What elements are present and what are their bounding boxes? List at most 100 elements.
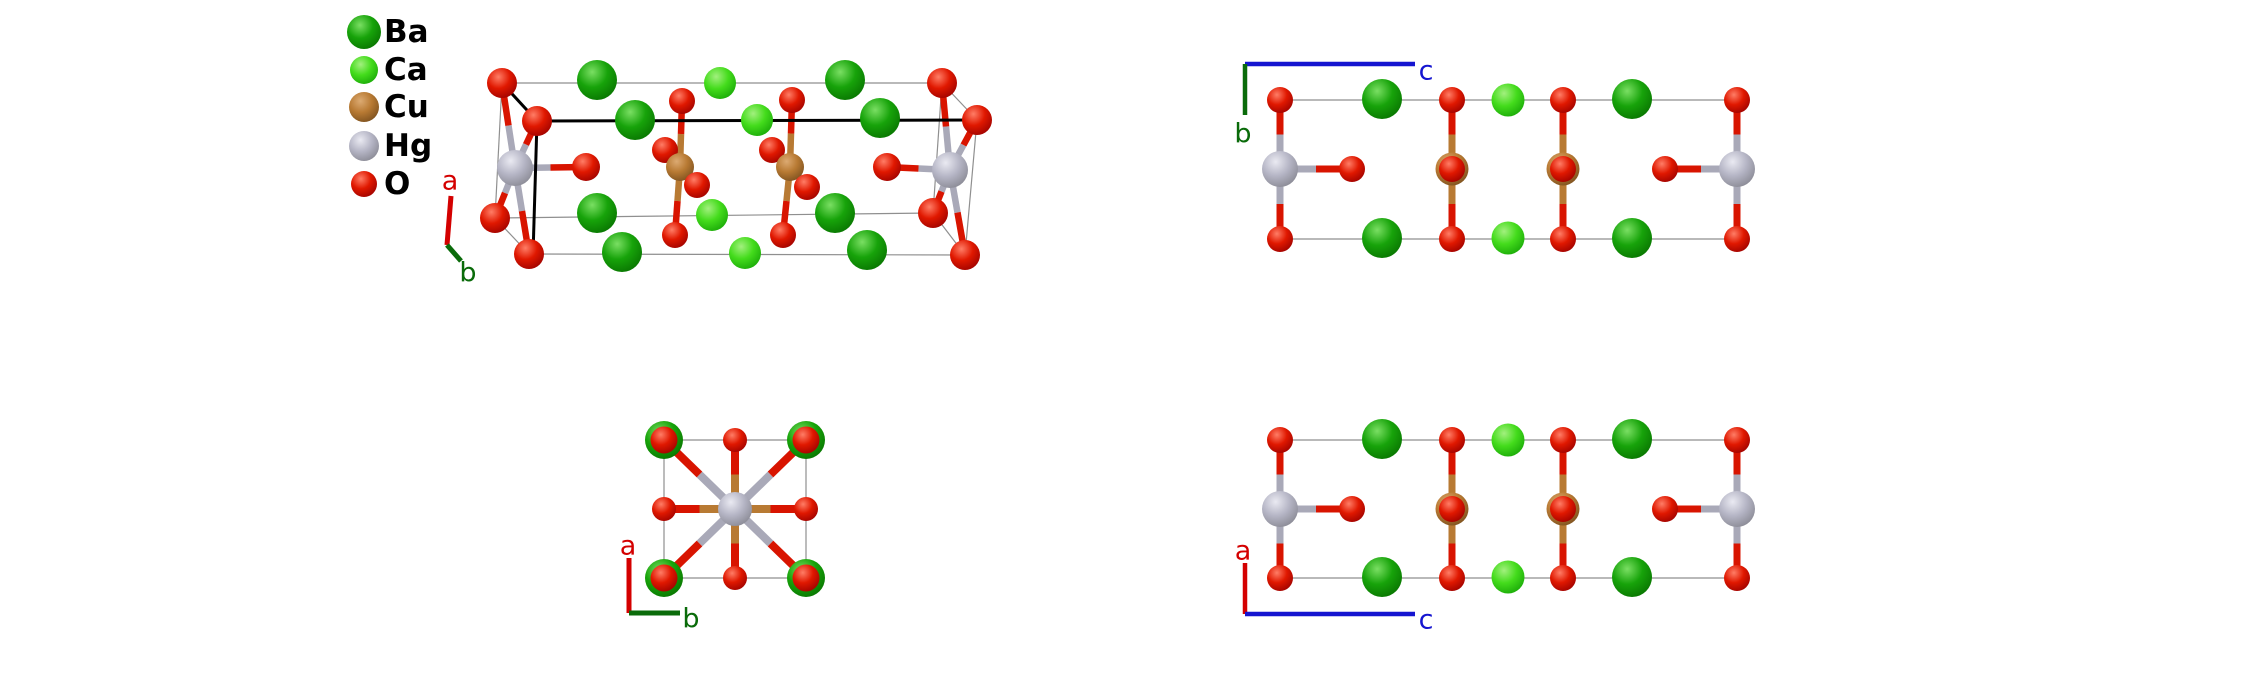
atom-o	[770, 222, 796, 248]
atom-ba	[1362, 557, 1402, 597]
atom-ca	[1491, 560, 1525, 594]
legend-entry-hg: Hg	[349, 128, 432, 164]
atom-o	[1439, 496, 1465, 522]
atom-o	[779, 87, 805, 113]
atom-o	[480, 203, 510, 233]
cell-edge-bold	[531, 120, 539, 256]
cell-edge	[494, 82, 503, 219]
atom-o	[1267, 226, 1293, 252]
view-perspective-ab: ab	[442, 60, 992, 289]
cell-edge	[932, 82, 943, 214]
legend-entry-ba: Ba	[347, 14, 429, 50]
atom-o	[1267, 565, 1293, 591]
cell-edge	[964, 119, 978, 256]
atom-o	[1724, 87, 1750, 113]
atom-ba	[577, 60, 617, 100]
atom-o	[684, 172, 710, 198]
atom-cu	[776, 153, 804, 181]
atom-o	[1652, 156, 1678, 182]
atom-o	[1439, 226, 1465, 252]
atom-ba	[1612, 419, 1652, 459]
legend-entry-o: O	[351, 166, 410, 202]
atom-o	[1439, 156, 1465, 182]
atom-ca	[741, 104, 773, 136]
axis-label-a: a	[442, 166, 459, 197]
atom-o	[1724, 565, 1750, 591]
atom-o	[1652, 496, 1678, 522]
atom-o	[1267, 87, 1293, 113]
atom-ba	[815, 193, 855, 233]
legend-entry-ca: Ca	[350, 52, 428, 88]
atom-o	[927, 68, 957, 98]
atom-ba	[615, 100, 655, 140]
atom-o	[792, 564, 820, 592]
atom-ba	[1362, 79, 1402, 119]
atom-ba	[847, 230, 887, 270]
atom-o	[669, 88, 695, 114]
atom-hg	[1262, 491, 1298, 527]
atom-ca	[704, 67, 736, 99]
atom-o	[652, 497, 676, 521]
atom-o	[1439, 87, 1465, 113]
atom-o	[1724, 226, 1750, 252]
atom-hg	[718, 492, 752, 526]
axis-label-b: b	[459, 258, 476, 289]
atom-o	[650, 426, 678, 454]
atom-o	[1267, 427, 1293, 453]
atom-ba	[1612, 79, 1652, 119]
atom-ca	[729, 237, 761, 269]
atom-o	[794, 174, 820, 200]
atom-o	[723, 566, 747, 590]
legend-entry-cu: Cu	[349, 89, 429, 125]
legend-sphere-ca	[350, 56, 378, 84]
atom-o	[918, 198, 948, 228]
atom-o	[962, 105, 992, 135]
atom-o	[794, 497, 818, 521]
atom-ba	[1612, 218, 1652, 258]
atom-ba	[860, 98, 900, 138]
atom-ba	[1362, 218, 1402, 258]
axis-line	[445, 243, 463, 263]
atom-o	[1724, 427, 1750, 453]
atom-hg	[1719, 151, 1755, 187]
atom-o	[1550, 226, 1576, 252]
atom-o	[1550, 427, 1576, 453]
atom-o	[1439, 565, 1465, 591]
atom-o	[1550, 156, 1576, 182]
atom-o	[723, 428, 747, 452]
atom-o	[950, 240, 980, 270]
atom-o	[662, 222, 688, 248]
atom-o	[572, 153, 600, 181]
atom-hg	[1719, 491, 1755, 527]
legend-label-hg: Hg	[384, 128, 432, 164]
atom-o	[487, 68, 517, 98]
atom-ca	[1491, 423, 1525, 457]
axis-line	[444, 195, 454, 246]
view-projection-bc: cb	[1234, 56, 1755, 258]
atom-hg	[932, 152, 968, 188]
atom-hg	[497, 150, 533, 186]
legend-label-ca: Ca	[384, 52, 428, 88]
atom-ba	[1362, 419, 1402, 459]
axis-label-c: c	[1419, 605, 1434, 636]
atom-o	[1339, 496, 1365, 522]
axis-label-b: b	[682, 604, 699, 635]
axis-label-a: a	[620, 531, 637, 562]
atom-hg	[1262, 151, 1298, 187]
view-projection-ab: ab	[620, 421, 825, 635]
axis-label-c: c	[1419, 56, 1434, 87]
atom-ca	[1491, 83, 1525, 117]
legend-label-cu: Cu	[384, 89, 429, 125]
atom-ca	[1491, 221, 1525, 255]
atom-o	[759, 137, 785, 163]
atom-ba	[577, 193, 617, 233]
legend-label-ba: Ba	[384, 14, 429, 50]
atom-o	[1439, 427, 1465, 453]
view-projection-ac: ac	[1235, 419, 1755, 636]
atom-o	[792, 426, 820, 454]
legend-sphere-cu	[349, 92, 379, 122]
atom-ca	[696, 199, 728, 231]
